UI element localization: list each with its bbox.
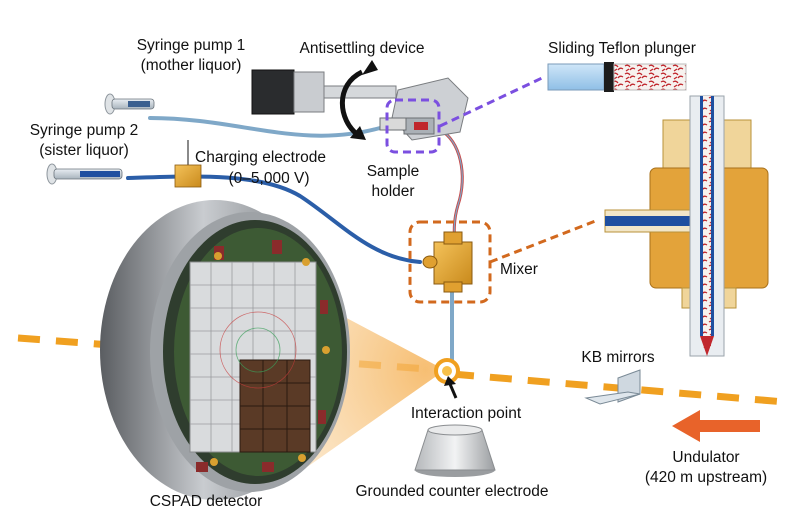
label-charging-line2: (0–5,000 V) <box>229 170 310 187</box>
plunger-callout-line <box>439 76 543 128</box>
label-undulator-line2: (420 m upstream) <box>645 469 767 486</box>
label-antisettling: Antisettling device <box>300 40 425 57</box>
undulator-arrow <box>672 410 760 442</box>
label-mixer: Mixer <box>500 261 538 278</box>
label-charging-line1: Charging electrode <box>195 149 326 166</box>
label-cspad: CSPAD detector <box>150 493 263 510</box>
antisettling-device <box>251 60 397 140</box>
teflon-plunger-inset <box>547 62 687 92</box>
label-kb-mirrors: KB mirrors <box>581 349 654 366</box>
label-sample-line2: holder <box>371 183 414 200</box>
rotation-arrow <box>339 69 364 137</box>
label-plunger: Sliding Teflon plunger <box>548 40 696 57</box>
syringe-pump-2 <box>46 163 123 185</box>
mixer-callout-line <box>489 218 599 264</box>
sample-holder <box>379 77 469 141</box>
syringe-pump-1 <box>104 93 155 115</box>
cspad-detector <box>100 200 350 500</box>
charging-electrode <box>174 140 202 188</box>
mixer <box>422 231 473 293</box>
interaction-pointer-arrow <box>444 376 458 399</box>
label-syringe2-line1: Syringe pump 2 <box>30 122 139 139</box>
sample-holder-callout <box>385 98 441 154</box>
label-interaction-point: Interaction point <box>411 405 522 422</box>
mixer-inset <box>604 95 769 357</box>
label-sample-line1: Sample <box>367 163 420 180</box>
label-syringe1-line2: (mother liquor) <box>141 57 242 74</box>
label-syringe1-line1: Syringe pump 1 <box>137 37 246 54</box>
counter-electrode <box>414 424 496 477</box>
label-undulator-line1: Undulator <box>672 449 739 466</box>
label-syringe2-line2: (sister liquor) <box>39 142 129 159</box>
kb-mirrors <box>584 369 641 405</box>
label-counter-electrode: Grounded counter electrode <box>355 483 548 500</box>
